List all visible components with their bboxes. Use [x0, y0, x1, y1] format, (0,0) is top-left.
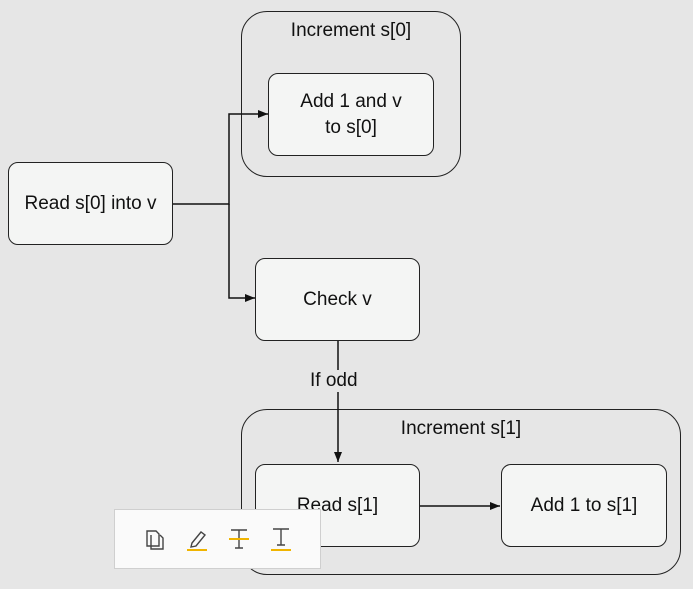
node-check-v: Check v	[255, 258, 420, 341]
strikethrough-icon[interactable]	[227, 525, 251, 553]
node-add-1-to-s1: Add 1 to s[1]	[501, 464, 667, 547]
node-label-add-1-to-s1: Add 1 to s[1]	[530, 494, 638, 516]
node-label-check-v: Check v	[303, 288, 372, 310]
edge-label-if-odd: If odd	[308, 370, 360, 392]
group-title-increment-s0: Increment s[0]	[290, 20, 412, 41]
underline-icon[interactable]	[269, 525, 293, 553]
copy-icon[interactable]	[143, 525, 167, 553]
group-increment-s1: Increment s[1]	[241, 409, 681, 575]
node-read-s1: Read s[1]	[255, 464, 420, 547]
annotation-toolbar	[114, 509, 321, 569]
node-add-1-and-v: Add 1 and v to s[0]	[268, 73, 434, 156]
group-increment-s0: Increment s[0]	[241, 11, 461, 177]
node-label-add-1-and-v-line1: Add 1 and v	[300, 90, 402, 112]
edge-read-to-check	[228, 204, 255, 302]
group-title-increment-s1: Increment s[1]	[400, 418, 522, 439]
highlight-icon[interactable]	[185, 525, 209, 553]
edge-read-to-add	[173, 110, 268, 205]
node-label-add-1-and-v-line2: to s[0]	[325, 116, 377, 138]
node-read-s0-into-v: Read s[0] into v	[8, 162, 173, 245]
node-label-read-s0: Read s[0] into v	[24, 192, 157, 214]
